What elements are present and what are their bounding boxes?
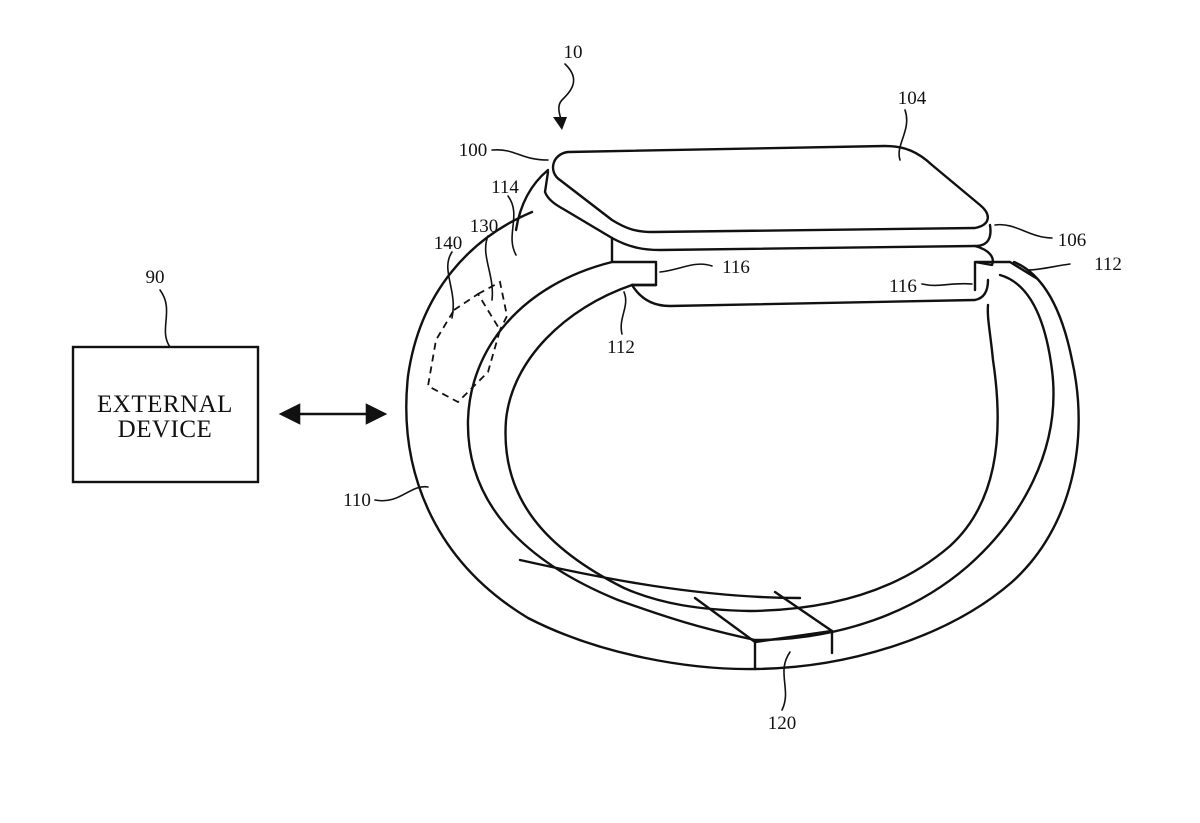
external-device-label-line1: EXTERNAL [97, 391, 233, 418]
label-100: 100 [459, 140, 488, 161]
watch-housing [543, 144, 1038, 308]
internal-components [427, 280, 508, 404]
label-112-right: 112 [1094, 254, 1122, 275]
external-device-label-line2: DEVICE [118, 416, 213, 443]
external-device-box: EXTERNAL DEVICE [71, 345, 260, 484]
label-110: 110 [343, 490, 371, 511]
label-130: 130 [470, 216, 499, 237]
label-10: 10 [564, 42, 583, 63]
label-112-left: 112 [607, 337, 635, 358]
label-116-left: 116 [722, 257, 750, 278]
label-114: 114 [491, 177, 519, 198]
band-clasp [693, 590, 834, 671]
watch-band [405, 168, 1080, 671]
label-104: 104 [898, 88, 927, 109]
label-120: 120 [768, 713, 797, 734]
label-90: 90 [146, 267, 165, 288]
label-116-right: 116 [889, 276, 917, 297]
label-106: 106 [1058, 230, 1087, 251]
label-140: 140 [434, 233, 463, 254]
leader-lines [159, 63, 1071, 711]
